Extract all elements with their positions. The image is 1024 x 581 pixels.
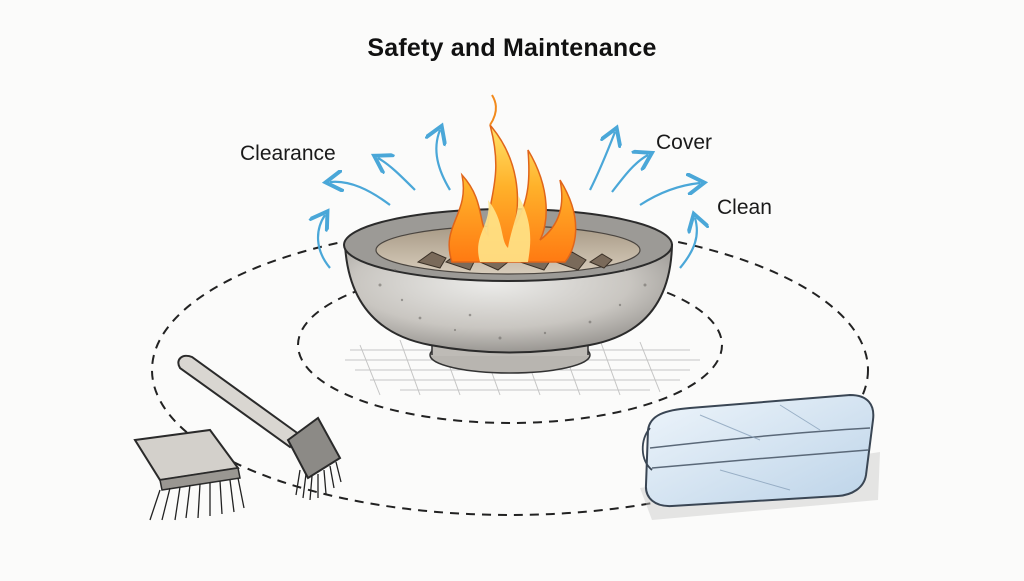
diagram-title: Safety and Maintenance xyxy=(367,34,657,62)
folded-cover-icon xyxy=(640,393,880,520)
cover-label: Cover xyxy=(656,131,713,154)
inner-clearance-ring xyxy=(297,266,723,424)
brush-icon xyxy=(133,354,342,521)
flame-icon xyxy=(448,94,577,263)
clean-label: Clean xyxy=(717,196,772,219)
clearance-label: Clearance xyxy=(240,142,336,165)
heat-arrow-icon xyxy=(318,130,700,269)
